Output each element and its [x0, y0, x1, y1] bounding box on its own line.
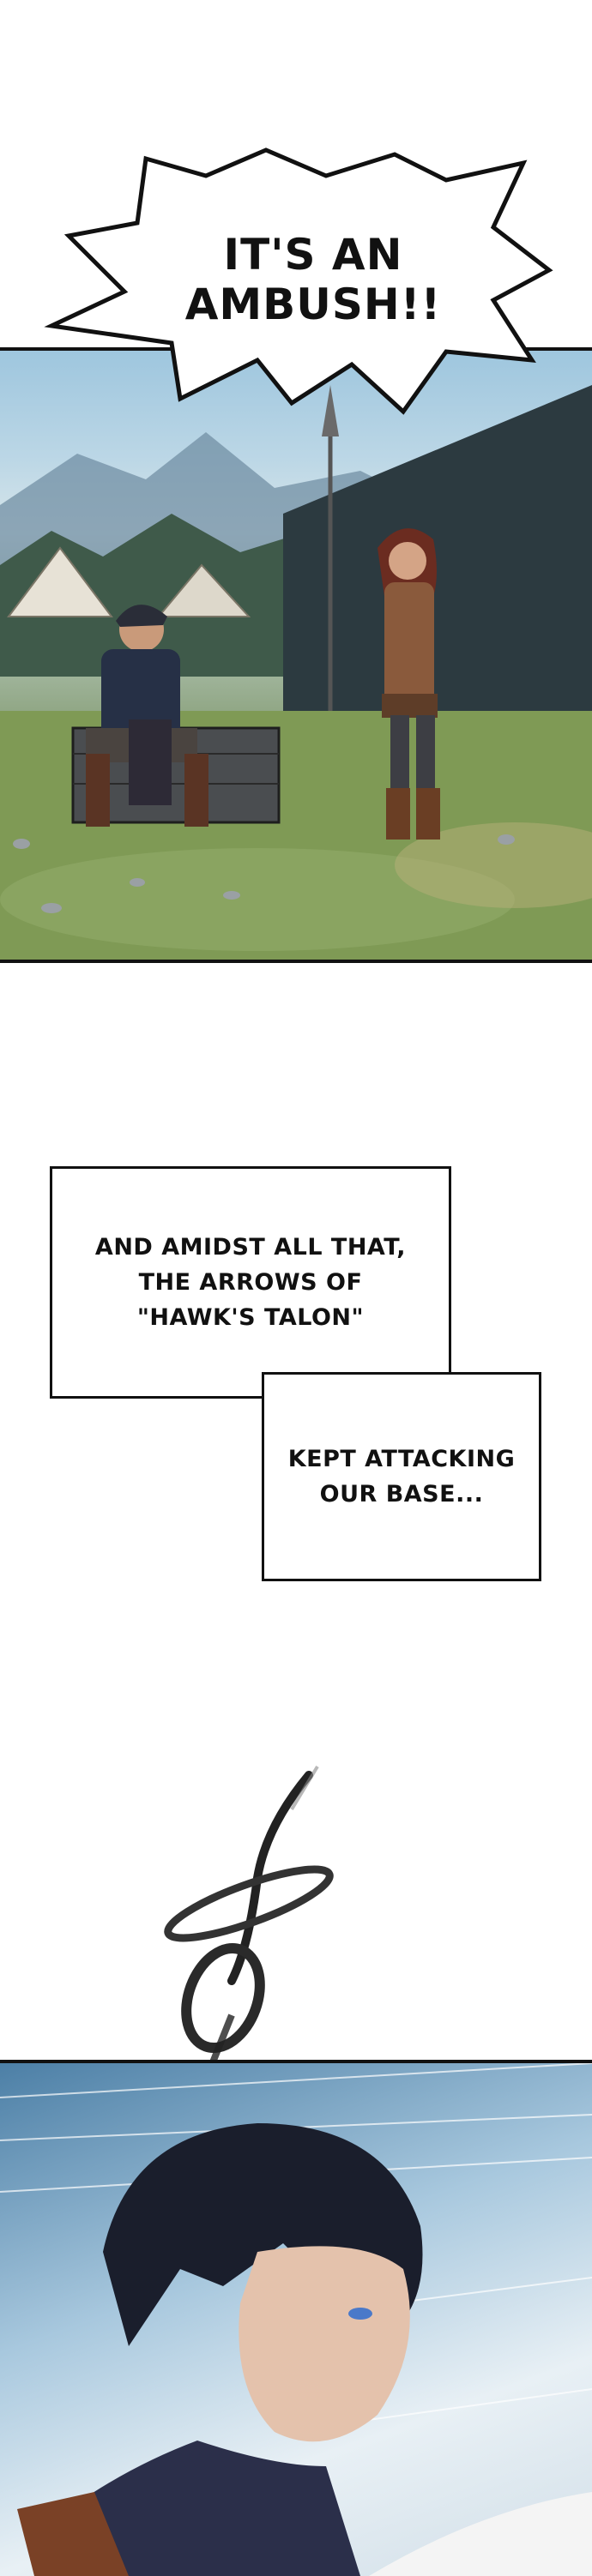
narration-1-line-1: AND AMIDST ALL THAT, [94, 1234, 407, 1261]
speech-line-1: IT'S AN [223, 230, 403, 280]
man-strap [17, 2492, 129, 2576]
narration-2-line-1: KEPT ATTACKING [287, 1446, 516, 1472]
narration-2-line-2: OUR BASE... [319, 1481, 484, 1508]
camp-scene-art [0, 385, 592, 960]
standing-woman [378, 528, 440, 840]
narration-1-line-2: THE ARROWS OF [138, 1269, 363, 1296]
camp-scene-panel [0, 347, 592, 963]
man-eye [348, 2308, 372, 2320]
tent-left [7, 546, 113, 617]
man-hair [103, 2123, 423, 2346]
closeup-panel [0, 2060, 592, 2576]
speech-balloon [44, 147, 553, 415]
narration-box-1: AND AMIDST ALL THAT, THE ARROWS OF "HAWK… [50, 1166, 451, 1399]
speech-line-2: AMBUSH!! [184, 280, 442, 329]
seated-man [86, 605, 208, 827]
big-tent [283, 385, 592, 728]
slash-effect [369, 2492, 592, 2576]
speech-balloon-text: IT'S AN AMBUSH!! [176, 230, 450, 329]
man-face [239, 2246, 410, 2442]
man-shoulders [34, 2441, 360, 2576]
narration-1-line-3: "HAWK'S TALON" [136, 1304, 365, 1331]
closeup-art [0, 2063, 592, 2576]
narration-box-2: KEPT ATTACKING OUR BASE... [262, 1372, 541, 1581]
tent-mid [156, 563, 251, 617]
